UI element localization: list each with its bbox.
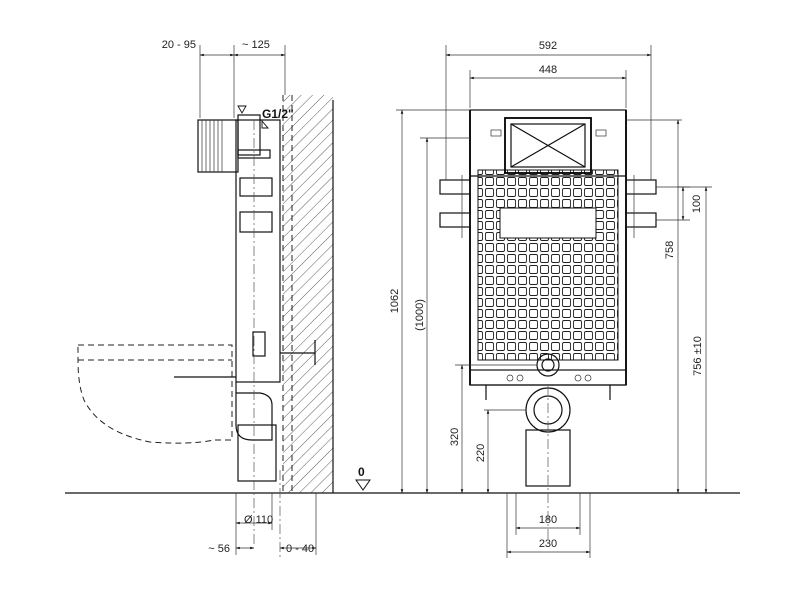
dim-foot-inner: 180 [539, 514, 557, 526]
dim-total-width: 592 [539, 40, 557, 52]
front-view: 592 448 1062 (1000) 320 220 100 758 756 … [389, 40, 712, 558]
toilet-outline [77, 344, 233, 444]
drain-pipe [235, 382, 277, 482]
dim-bracket-height: 758 [664, 241, 676, 259]
side-view: 20 - 95 ~ 125 G1/2" Ø 110 ~ 56 0 - 40 0 [77, 39, 371, 560]
cistern-grid [477, 169, 619, 361]
wall-hatch [283, 95, 333, 493]
dim-seat-height: 756 ±10 [692, 336, 704, 376]
inlet-pipe [197, 114, 261, 173]
dim-drain-height: 320 [449, 428, 461, 446]
dim-foot-outer: 230 [539, 538, 557, 550]
dim-total-height: 1062 [389, 289, 401, 313]
wall-brackets [439, 175, 657, 238]
floor-level-label: 0 [358, 465, 365, 479]
dim-wall-distance: 20 - 95 [162, 39, 196, 51]
dim-inlet-height: 220 [475, 444, 487, 462]
dim-inner-width: 448 [539, 64, 557, 76]
pipe-connection-label: G1/2" [262, 107, 294, 121]
dim-bracket-spacing: 100 [691, 195, 703, 213]
dim-frame-height: (1000) [414, 299, 426, 331]
dim-depth: ~ 125 [242, 39, 270, 51]
dim-wall-gap: 0 - 40 [286, 543, 314, 555]
frame-body [235, 119, 281, 383]
dim-drain-diameter: Ø 110 [244, 514, 273, 526]
dim-drain-offset: ~ 56 [208, 543, 230, 555]
flush-plate-opening [504, 117, 592, 174]
